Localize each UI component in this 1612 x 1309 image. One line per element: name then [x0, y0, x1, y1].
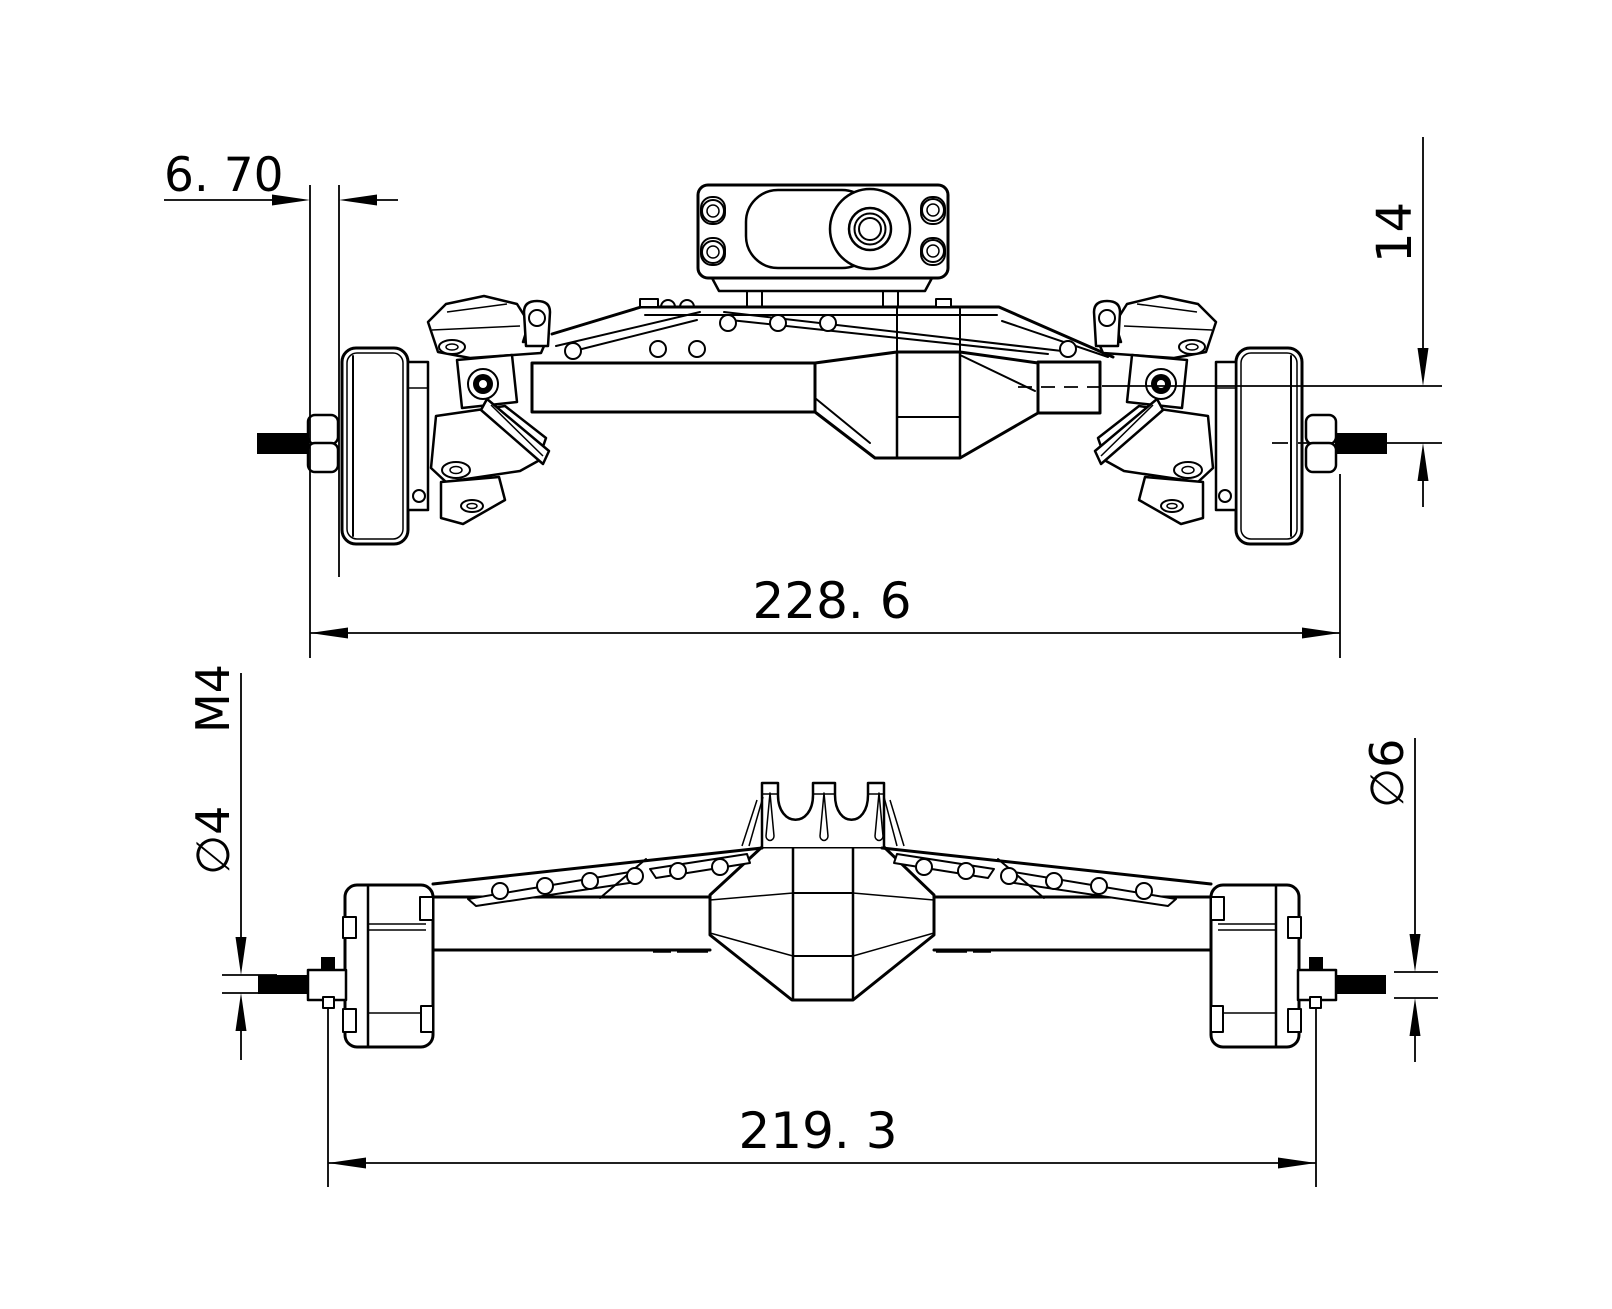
front-right-end: [1092, 294, 1389, 546]
front-diff-housing: [813, 350, 1040, 460]
dimension-rear-width: 219. 3: [327, 1008, 1317, 1187]
dimension-shaft-m4: M4 ∅4: [186, 664, 285, 1060]
upper-link-mount-prongs: [741, 781, 905, 849]
dimension-hub-offset: 6. 70: [164, 148, 398, 658]
front-axle-housing: [530, 298, 1115, 460]
rear-left-end: [256, 846, 764, 1049]
dim-text-output-dia: ∅6: [1360, 739, 1414, 808]
steering-servo: [696, 183, 950, 308]
dim-text-shaft-dia: ∅4: [186, 806, 240, 875]
dimension-output-dia: ∅6: [1360, 738, 1438, 1062]
front-axle-tube-left: [530, 361, 817, 414]
dim-text-hub-offset: 6. 70: [164, 148, 284, 203]
dimension-front-width: 228. 6: [310, 474, 1341, 658]
dim-text-thread: M4: [186, 664, 240, 733]
servo-screw-hole: [701, 199, 725, 223]
front-axle-view: [255, 183, 1389, 546]
dim-text-portal-drop: 14: [1367, 202, 1423, 263]
servo-output-shaft: [828, 187, 912, 271]
rear-right-end: [880, 846, 1388, 1049]
dimensions: 6. 70 14 228. 6: [164, 137, 1442, 1187]
front-truss-holes: [564, 314, 1077, 360]
rear-diff-housing: [708, 845, 936, 1002]
dim-text-front-width: 228. 6: [752, 572, 911, 630]
dim-text-rear-width: 219. 3: [738, 1102, 897, 1160]
front-left-end: [255, 294, 552, 546]
servo-mount-bracket: [710, 276, 934, 293]
dimension-portal-drop: 14: [1102, 137, 1442, 507]
rear-axle-view: [256, 781, 1388, 1049]
